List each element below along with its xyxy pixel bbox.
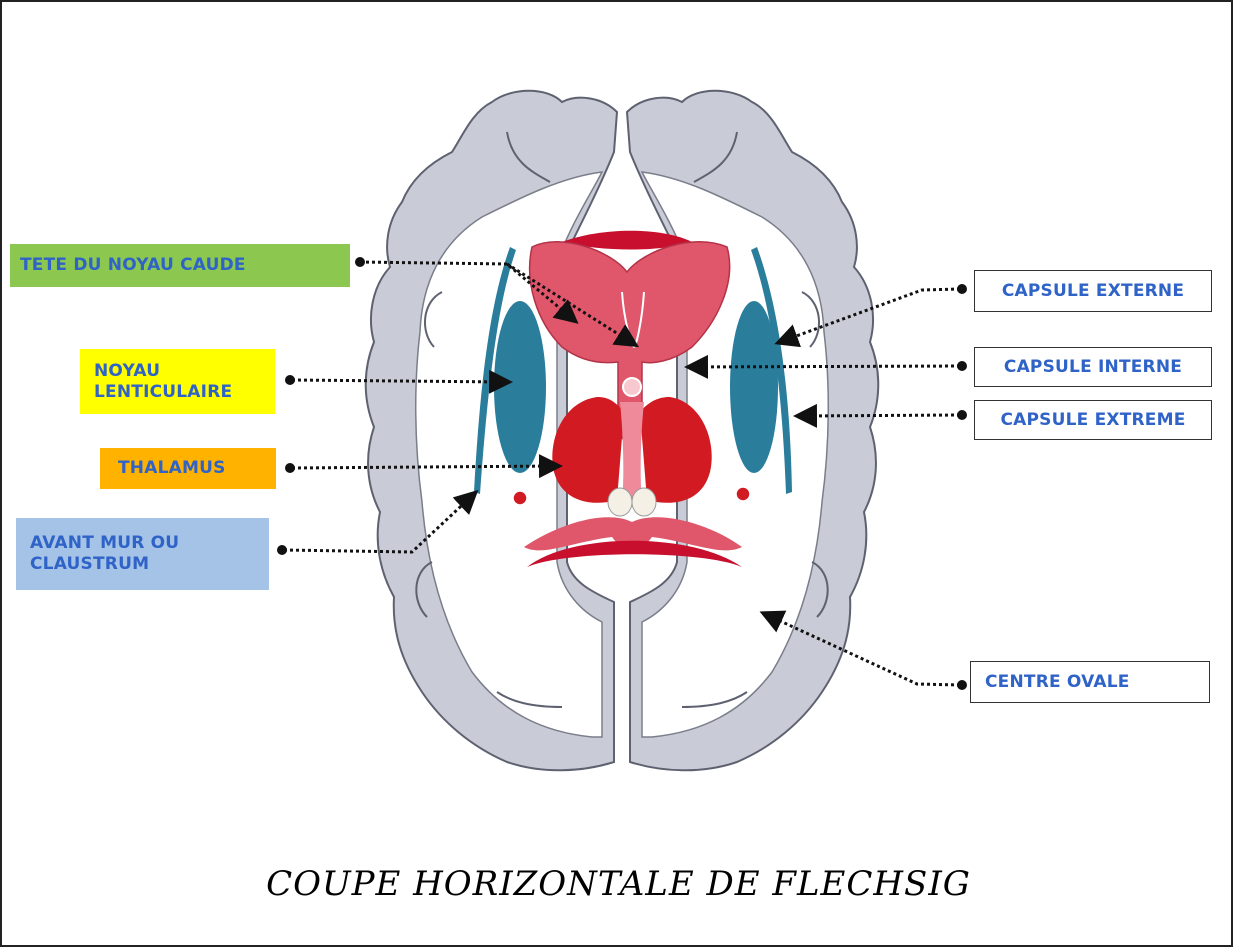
label-centre-ovale-text: CENTRE OVALE bbox=[985, 672, 1130, 693]
label-lentiform-line1: NOYAU bbox=[94, 361, 160, 382]
label-claustrum-line1: AVANT MUR OU bbox=[30, 533, 179, 554]
label-lentiform-line2: LENTICULAIRE bbox=[94, 382, 232, 403]
label-caudate: TETE DU NOYAU CAUDE bbox=[10, 244, 350, 287]
label-capsule-interne-text: CAPSULE INTERNE bbox=[1004, 357, 1182, 378]
label-capsule-interne: CAPSULE INTERNE bbox=[974, 347, 1212, 387]
label-thalamus: THALAMUS bbox=[100, 448, 276, 489]
label-thalamus-text: THALAMUS bbox=[118, 458, 226, 479]
label-capsule-externe: CAPSULE EXTERNE bbox=[974, 270, 1212, 312]
label-claustrum: AVANT MUR OU CLAUSTRUM bbox=[16, 518, 269, 590]
label-lentiform: NOYAU LENTICULAIRE bbox=[80, 349, 275, 414]
label-centre-ovale: CENTRE OVALE bbox=[970, 661, 1210, 703]
label-capsule-externe-text: CAPSULE EXTERNE bbox=[1002, 281, 1184, 302]
left-lentiform-nucleus bbox=[494, 301, 546, 473]
label-capsule-extreme: CAPSULE EXTREME bbox=[974, 400, 1212, 440]
label-caudate-text: TETE DU NOYAU CAUDE bbox=[20, 255, 246, 276]
right-lentiform-nucleus bbox=[730, 301, 778, 473]
diagram-title: COUPE HORIZONTALE DE FLECHSIG bbox=[2, 864, 1233, 904]
label-claustrum-line2: CLAUSTRUM bbox=[30, 554, 149, 575]
label-capsule-extreme-text: CAPSULE EXTREME bbox=[1000, 410, 1185, 431]
